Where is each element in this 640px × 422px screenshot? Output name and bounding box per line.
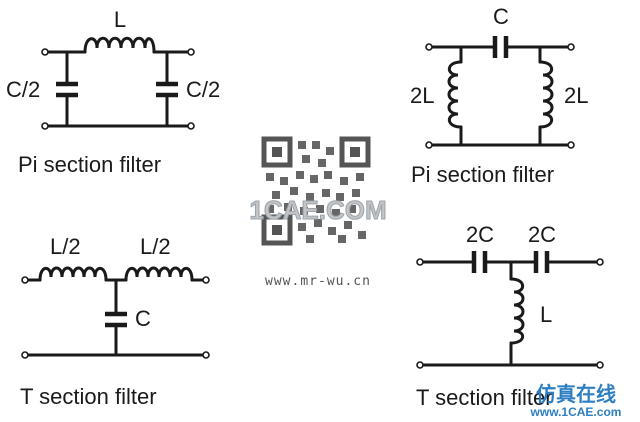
pi-cl-terminal-out-top	[567, 43, 575, 51]
pi-lc-cap-right-label: C/2	[186, 77, 220, 102]
t-cl-capacitor-left-label: 2C	[466, 222, 494, 247]
pi-lc-cap-left-label: C/2	[6, 77, 40, 102]
pi-cl-title: Pi section filter	[411, 162, 554, 187]
pi-cl-filter: C 2L 2L Pi section filter	[410, 4, 588, 187]
t-cl-terminal-out-top	[596, 258, 604, 266]
pi-cl-capacitor-label: C	[493, 4, 509, 29]
qr-code-image	[261, 136, 371, 246]
pi-cl-inductor-left	[447, 60, 463, 129]
watermark-cn-site: www.1CAE.com	[530, 405, 622, 419]
pi-cl-terminal-out-bottom	[567, 141, 575, 149]
t-lc-capacitor-label: C	[135, 306, 151, 331]
pi-lc-title: Pi section filter	[18, 152, 161, 177]
t-cl-inductor-label: L	[540, 302, 552, 327]
t-lc-terminal-in-bottom	[21, 351, 29, 359]
pi-lc-terminal-out-bottom	[187, 122, 195, 130]
t-cl-inductor	[509, 277, 525, 345]
t-cl-terminal-out-bottom	[596, 361, 604, 369]
t-cl-terminal-in-bottom	[416, 361, 424, 369]
watermark: 1CAE.COM www.mr-wu.cn 仿真在线 www.1CAE.com	[249, 136, 622, 419]
pi-lc-inductor-label: L	[114, 7, 126, 32]
pi-lc-inductor	[83, 36, 156, 54]
pi-lc-terminal-out-top	[187, 48, 195, 56]
watermark-url: www.mr-wu.cn	[265, 274, 371, 289]
pi-lc-terminal-in-bottom	[41, 122, 49, 130]
pi-cl-inductor-right-label: 2L	[564, 83, 588, 108]
t-cl-terminal-in-top	[416, 258, 424, 266]
pi-lc-terminal-in-top	[41, 48, 49, 56]
t-lc-filter: L/2 L/2 C T section filter	[20, 234, 210, 409]
pi-lc-filter: L C/2 C/2 Pi section filter	[6, 7, 220, 177]
t-cl-filter: 2C 2C L T section filter	[416, 222, 604, 410]
pi-cl-inductor-left-label: 2L	[410, 83, 434, 108]
t-lc-terminal-out-bottom	[202, 351, 210, 359]
t-lc-terminal-in-top	[21, 276, 29, 284]
pi-cl-terminal-in-bottom	[425, 141, 433, 149]
t-lc-inductor-right-label: L/2	[140, 234, 171, 259]
t-lc-inductor-right	[124, 266, 194, 282]
t-cl-title: T section filter	[416, 385, 553, 410]
t-cl-capacitor-right-label: 2C	[528, 222, 556, 247]
t-lc-title: T section filter	[20, 384, 157, 409]
watermark-site-big: 1CAE.COM	[249, 195, 386, 225]
t-lc-terminal-out-top	[202, 276, 210, 284]
t-lc-inductor-left-label: L/2	[50, 234, 81, 259]
pi-cl-terminal-in-top	[425, 43, 433, 51]
t-lc-inductor-left	[38, 266, 108, 282]
pi-cl-inductor-right	[538, 60, 554, 129]
watermark-cn-text: 仿真在线	[536, 382, 616, 406]
